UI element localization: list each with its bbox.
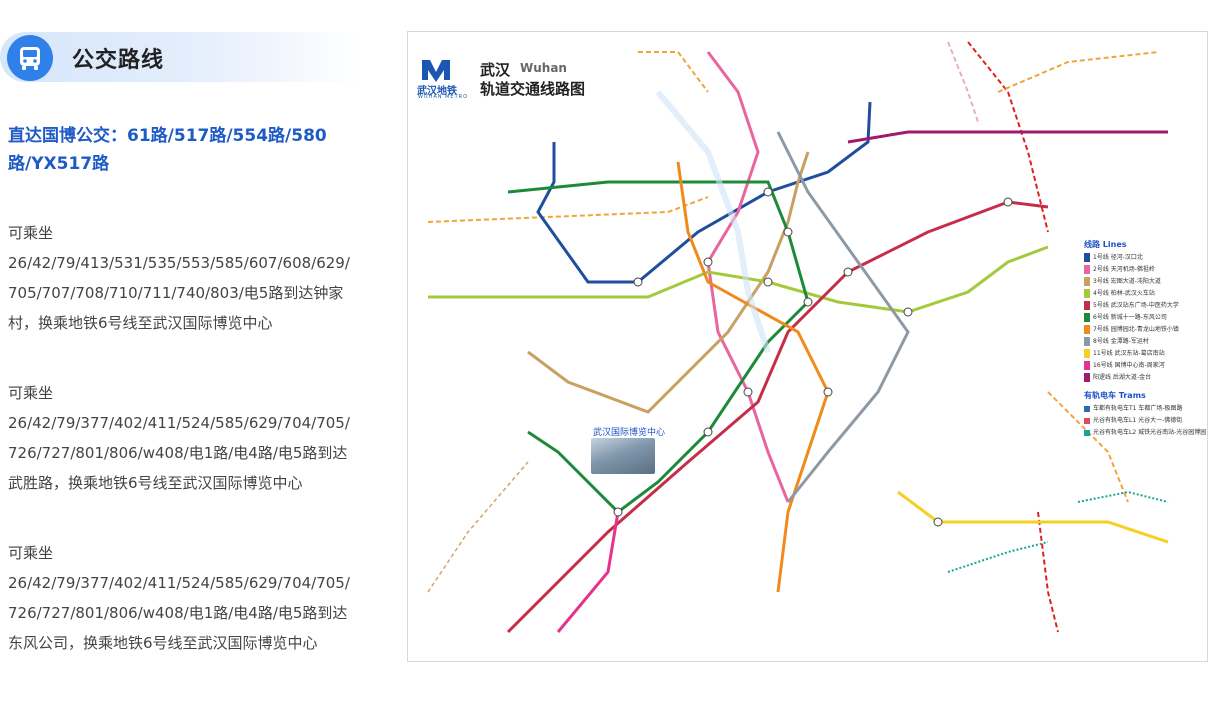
direct-bus-lines: 直达国博公交：61路/517路/554路/580 路/YX517路 — [8, 122, 358, 178]
legend-swatch — [1084, 361, 1090, 370]
legend-label: 8号线 金潭路-军运村 — [1093, 338, 1149, 345]
legend-title: 线路 Lines — [1084, 240, 1127, 249]
route-label: 可乘坐 — [8, 544, 54, 562]
legend-label: 5号线 武汉站东广场-中医药大学 — [1093, 302, 1179, 309]
route-text-line: 26/42/79/377/402/411/524/585/629/704/705… — [8, 574, 350, 592]
tram-label: 光谷有轨电车L2 城铁光谷南站-光谷园博园 — [1093, 429, 1207, 436]
tram-swatch — [1084, 417, 1090, 424]
map-title-line2: 轨道交通线路图 — [480, 80, 586, 98]
legend-label: 2号线 天河机场-佛祖岭 — [1093, 266, 1155, 273]
route-text-line: 705/707/708/710/711/740/803/电5路到达钟家 — [8, 284, 344, 302]
map-title-cn: 武汉 — [480, 61, 511, 79]
metro-map-image: 武汉地铁 WUHAN METRO 武汉 Wuhan 轨道交通线路图 武汉国际博览… — [407, 31, 1208, 662]
legend-label: 11号线 武汉东站-葛店南站 — [1093, 350, 1165, 357]
route-block-2: 可乘坐 26/42/79/377/402/411/524/585/629/704… — [8, 378, 368, 498]
legend-item: 3号线 宏图大道-沌阳大道 — [1084, 276, 1161, 287]
legend-label: 7号线 园博园北-青龙山地铁小镇 — [1093, 326, 1179, 333]
tram-legend-item: 车都有轨电车T1 车都广场-极图路 — [1084, 403, 1183, 412]
route-text-line: 726/727/801/806/w408/电1路/电4路/电5路到达 — [8, 444, 348, 462]
route-block-3: 可乘坐 26/42/79/377/402/411/524/585/629/704… — [8, 538, 368, 658]
metro-logo-text: 武汉地铁 — [417, 86, 457, 97]
legend-item: 4号线 柏林-武汉火车站 — [1084, 288, 1155, 299]
legend-label: 阳逻线 后湖大道-金台 — [1093, 374, 1152, 381]
legend-swatch — [1084, 349, 1090, 358]
legend-item: 6号线 新城十一路-东风公司 — [1084, 312, 1167, 323]
route-text-line: 东风公司，换乘地铁6号线至武汉国际博览中心 — [8, 634, 318, 652]
legend-swatch — [1084, 325, 1090, 334]
tram-legend-title: 有轨电车 Trams — [1084, 391, 1146, 400]
section-title: 公交路线 — [72, 48, 165, 73]
legend-swatch — [1084, 301, 1090, 310]
route-text-line: 村，换乘地铁6号线至武汉国际博览中心 — [8, 314, 273, 332]
legend-label: 4号线 柏林-武汉火车站 — [1093, 290, 1155, 297]
metro-logo-icon — [422, 60, 450, 82]
legend-swatch — [1084, 265, 1090, 274]
tram-swatch — [1084, 405, 1090, 412]
bus-icon — [7, 35, 53, 81]
route-block-1: 可乘坐 26/42/79/413/531/535/553/585/607/608… — [8, 218, 368, 338]
legend-item: 5号线 武汉站东广场-中医药大学 — [1084, 300, 1179, 311]
tram-label: 光谷有轨电车L1 光谷大一-佛德街 — [1093, 417, 1183, 424]
legend-swatch — [1084, 373, 1090, 382]
legend-swatch — [1084, 253, 1090, 262]
legend-item: 1号线 径河-汉口北 — [1084, 252, 1143, 263]
legend-item: 阳逻线 后湖大道-金台 — [1084, 372, 1151, 383]
metro-map-lines — [422, 41, 1169, 634]
legend-item: 2号线 天河机场-佛祖岭 — [1084, 264, 1155, 275]
direct-bus-line-2: 路/YX517路 — [8, 154, 110, 174]
metro-logo-sub: WUHAN METRO — [418, 94, 469, 100]
museum-photo — [591, 438, 655, 474]
route-text-line: 726/727/801/806/w408/电1路/电4路/电5路到达 — [8, 604, 348, 622]
route-text-line: 26/42/79/413/531/535/553/585/607/608/629… — [8, 254, 350, 272]
route-label: 可乘坐 — [8, 224, 54, 242]
legend-swatch — [1084, 337, 1090, 346]
section-header-band — [0, 32, 362, 82]
legend-swatch — [1084, 277, 1090, 286]
legend-label: 16号线 国博中心南-周家河 — [1093, 362, 1165, 369]
map-title-en: Wuhan — [520, 61, 567, 75]
legend-item: 7号线 园博园北-青龙山地铁小镇 — [1084, 324, 1179, 335]
legend-swatch — [1084, 289, 1090, 298]
museum-label: 武汉国际博览中心 — [593, 428, 666, 438]
route-text-line: 武胜路，换乘地铁6号线至武汉国际博览中心 — [8, 474, 303, 492]
route-text-line: 26/42/79/377/402/411/524/585/629/704/705… — [8, 414, 350, 432]
tram-swatch — [1084, 429, 1090, 436]
legend-item: 16号线 国博中心南-周家河 — [1084, 360, 1165, 371]
direct-bus-line-1: 直达国博公交：61路/517路/554路/580 — [8, 126, 327, 146]
legend-label: 3号线 宏图大道-沌阳大道 — [1093, 278, 1161, 285]
tram-legend-item: 光谷有轨电车L1 光谷大一-佛德街 — [1084, 415, 1182, 424]
route-label: 可乘坐 — [8, 384, 54, 402]
legend-label: 1号线 径河-汉口北 — [1093, 254, 1143, 261]
legend-item: 11号线 武汉东站-葛店南站 — [1084, 348, 1165, 359]
tram-label: 车都有轨电车T1 车都广场-极图路 — [1093, 405, 1183, 412]
legend-swatch — [1084, 313, 1090, 322]
legend-item: 8号线 金潭路-军运村 — [1084, 336, 1149, 347]
tram-legend-item: 光谷有轨电车L2 城铁光谷南站-光谷园博园 — [1084, 427, 1206, 436]
legend-label: 6号线 新城十一路-东风公司 — [1093, 314, 1167, 321]
